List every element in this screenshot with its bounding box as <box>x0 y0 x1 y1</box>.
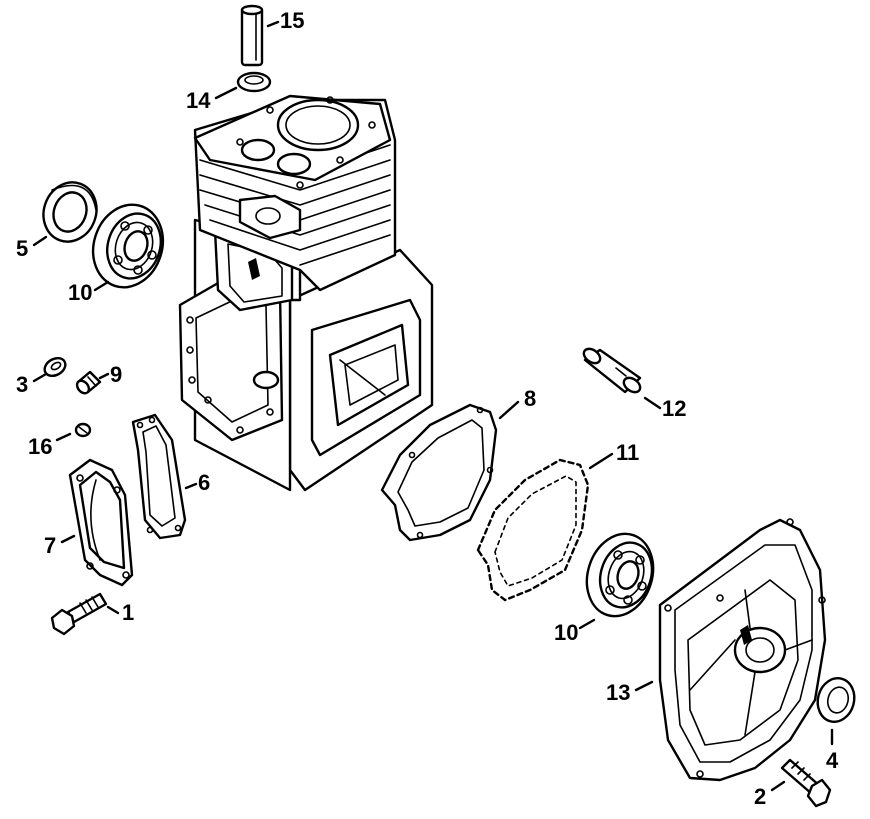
callout-7: 7 <box>44 533 56 558</box>
callout-labels: 15 14 5 10 3 9 16 6 7 1 8 12 11 10 13 4 … <box>16 8 839 809</box>
part-11-gasket <box>476 458 590 602</box>
part-6-gasket <box>131 413 187 540</box>
callout-10-lower: 10 <box>554 620 578 645</box>
part-8-gasket <box>380 403 498 542</box>
callout-3: 3 <box>16 372 28 397</box>
callout-10-upper: 10 <box>68 280 92 305</box>
callout-11: 11 <box>616 440 639 465</box>
callout-8: 8 <box>524 386 536 411</box>
callout-6: 6 <box>198 470 210 495</box>
callout-14: 14 <box>186 88 211 113</box>
callout-2: 2 <box>754 784 766 809</box>
part-12-pin <box>582 347 642 394</box>
part-10-bearing-lower <box>585 532 655 618</box>
callout-5: 5 <box>16 236 28 261</box>
part-10-bearing-upper <box>91 203 165 289</box>
part-14-seal <box>236 71 272 93</box>
callout-4: 4 <box>826 748 839 773</box>
callout-16: 16 <box>28 434 52 459</box>
part-3-cap <box>43 356 67 378</box>
callout-15: 15 <box>280 8 304 33</box>
part-5-oil-seal <box>42 181 98 243</box>
part-2-bolt <box>780 758 832 808</box>
callout-1: 1 <box>122 600 134 625</box>
part-7-cover <box>68 458 134 587</box>
callout-13: 13 <box>606 680 630 705</box>
part-15-tube <box>240 4 264 67</box>
leader-lines <box>32 20 834 792</box>
part-13-bearing-plate <box>658 518 827 782</box>
part-1-bolt <box>50 592 108 636</box>
callout-12: 12 <box>662 396 686 421</box>
part-4-seal <box>816 677 856 723</box>
engine-block <box>178 94 434 492</box>
part-16-small-plug <box>74 422 92 438</box>
callout-9: 9 <box>110 362 122 387</box>
part-9-plug <box>75 370 102 395</box>
